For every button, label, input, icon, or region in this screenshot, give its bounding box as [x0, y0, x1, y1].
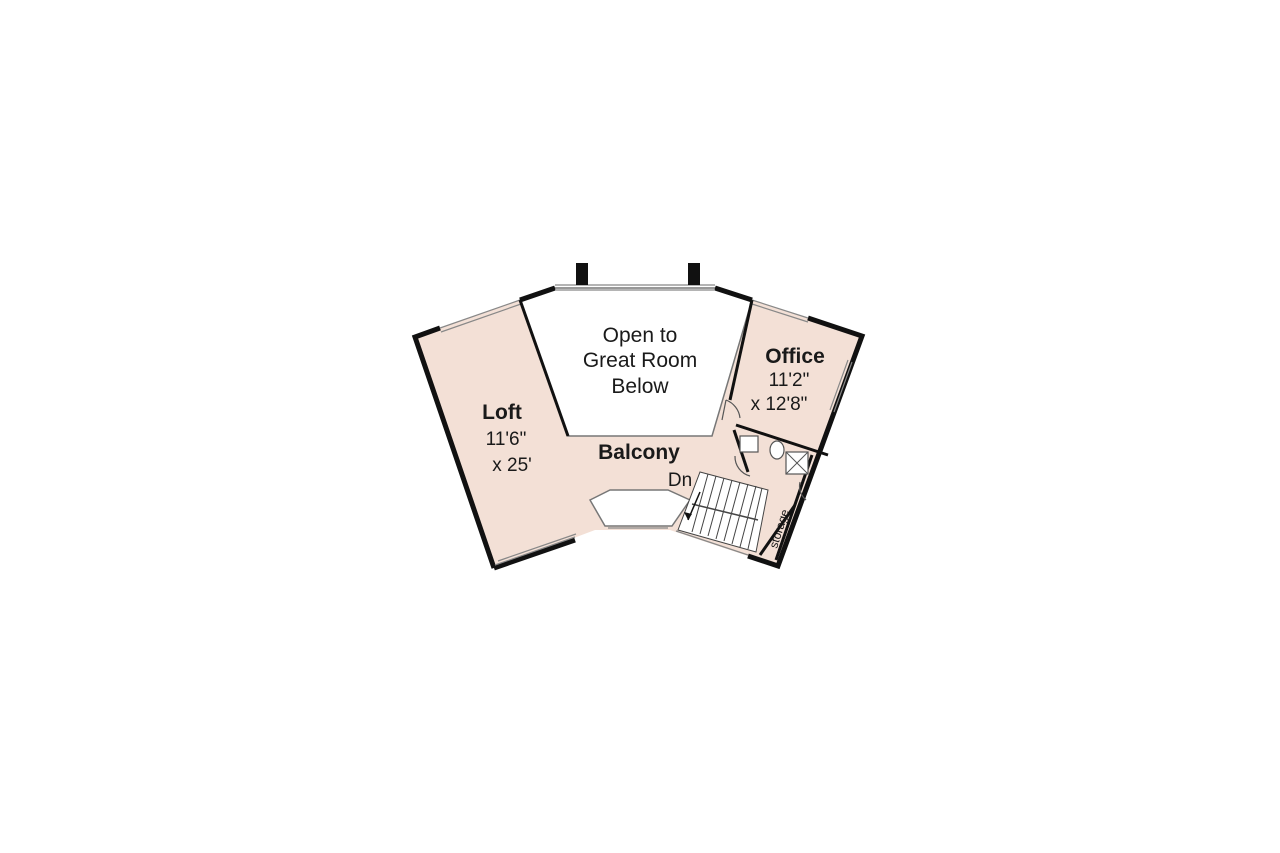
- balcony-name: Balcony: [598, 441, 680, 464]
- sink-fixture: [739, 435, 759, 453]
- loft-dim-2: x 25': [492, 455, 532, 476]
- toilet-fixture: [769, 440, 785, 460]
- office-dim-2: x 12'8": [751, 394, 808, 415]
- stairs-arrowhead: [684, 512, 692, 520]
- stairs: [677, 471, 769, 553]
- doors: [721, 399, 807, 501]
- open-area-line3: Below: [611, 375, 669, 398]
- balcony-opening: [588, 489, 692, 527]
- open-area-line1: Open to: [603, 324, 678, 347]
- open-area-line2: Great Room: [583, 349, 697, 372]
- windows: [439, 284, 853, 566]
- loft-name: Loft: [482, 401, 522, 424]
- office-dim-1: 11'2": [769, 370, 810, 391]
- chimney-post-left: [576, 263, 588, 285]
- stairs-down-label: Dn: [668, 470, 692, 491]
- shower-x-2: [785, 451, 809, 475]
- interior-walls: [518, 299, 829, 561]
- office-name: Office: [765, 345, 825, 368]
- loft-dim-1: 11'6": [486, 429, 527, 450]
- chimney-post-right: [688, 263, 700, 285]
